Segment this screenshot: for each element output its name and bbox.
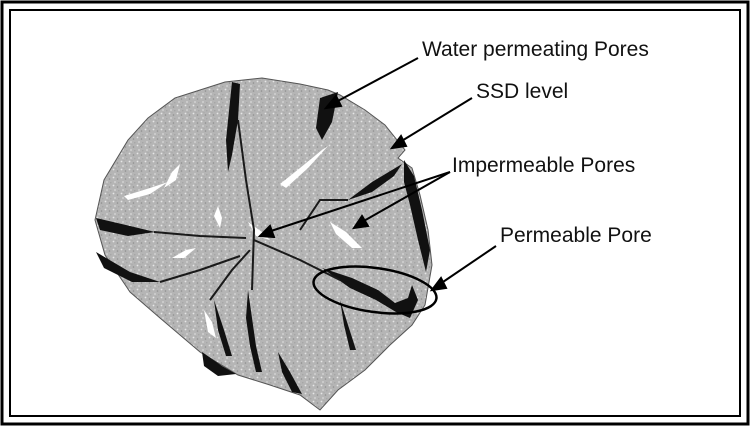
- arrowhead-permeable-pore: [432, 278, 446, 290]
- label-water-permeating-pores: Water permeating Pores: [422, 38, 649, 61]
- leader-permeable-pore: [440, 246, 496, 284]
- label-permeable-pore: Permeable Pore: [500, 224, 652, 247]
- leader-water-permeating: [336, 58, 418, 102]
- label-impermeable-pores: Impermeable Pores: [452, 154, 635, 177]
- label-ssd-level: SSD level: [476, 80, 568, 103]
- leader-ssd-level: [400, 98, 472, 142]
